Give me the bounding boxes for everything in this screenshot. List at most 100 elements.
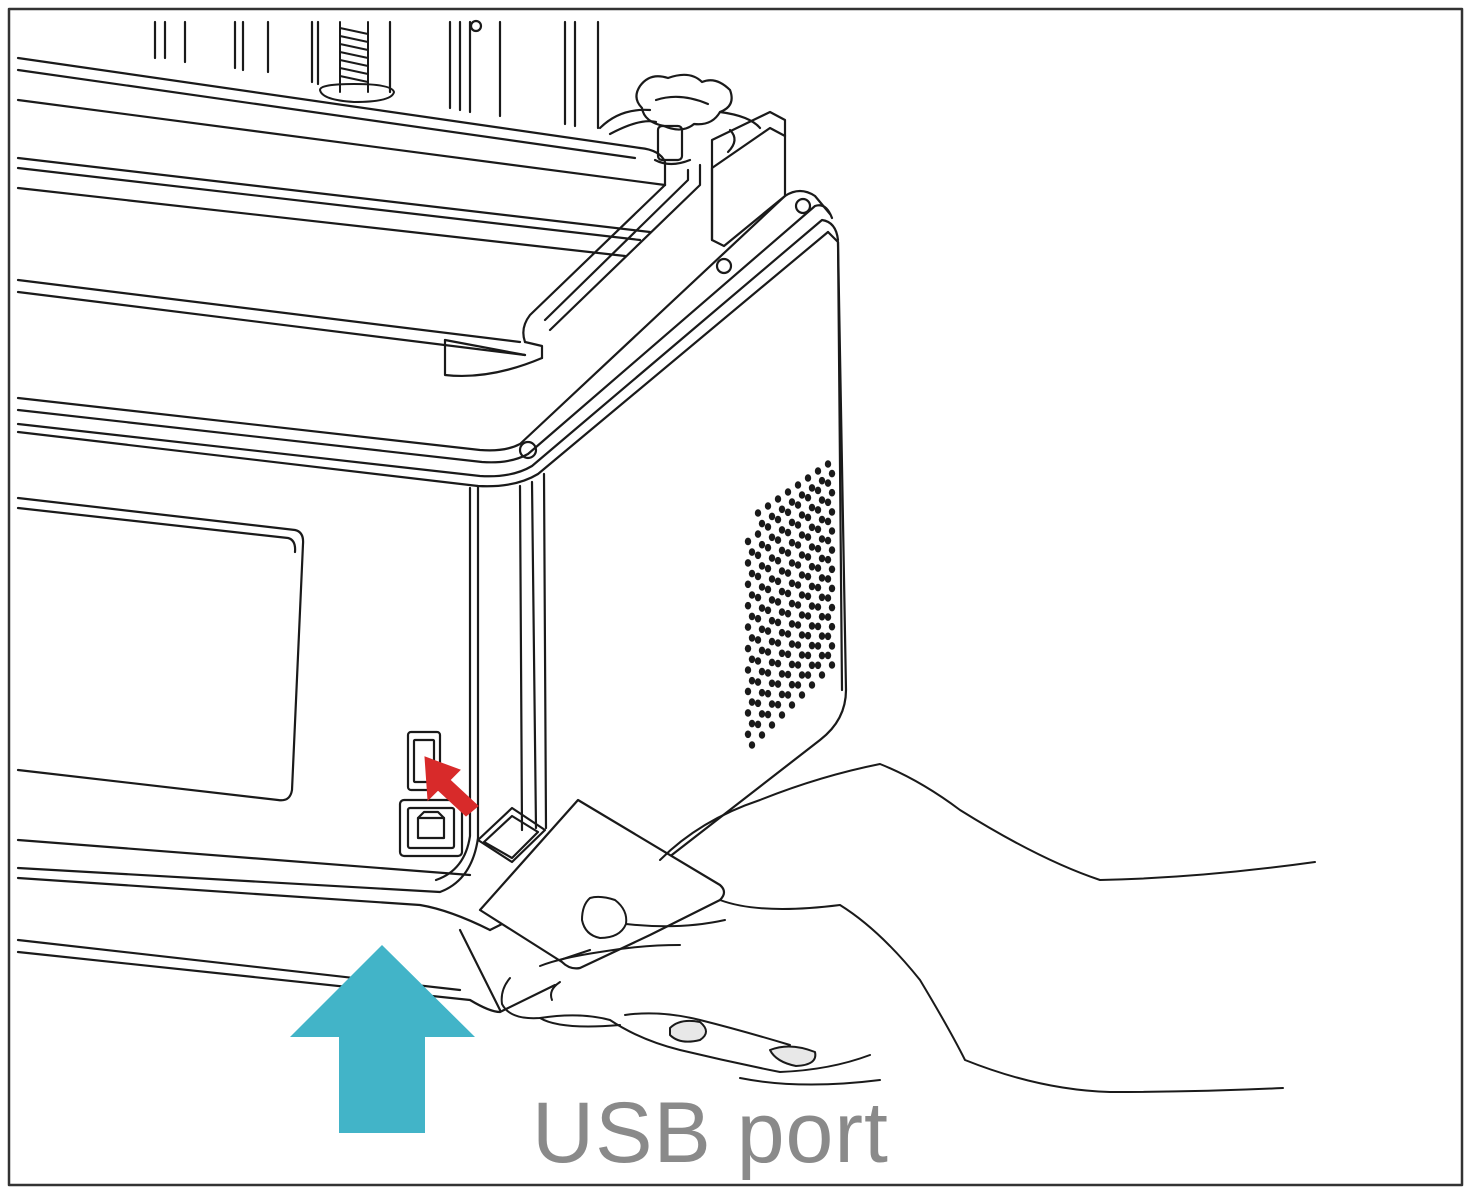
vent-hole: [828, 584, 836, 593]
vent-hole: [814, 564, 822, 572]
vent-hole: [754, 657, 762, 665]
vent-hole: [748, 548, 756, 556]
vent-hole: [824, 651, 832, 660]
vent-hole: [798, 491, 806, 499]
vent-hole: [818, 535, 826, 543]
vent-hole: [798, 691, 806, 699]
vent-hole: [808, 543, 816, 551]
vent-hole: [754, 572, 762, 581]
vent-hole: [804, 572, 812, 581]
vent-hole: [798, 591, 806, 599]
vent-hole: [804, 612, 812, 620]
vent-hole: [808, 484, 816, 492]
vent-hole: [814, 506, 822, 514]
vent-hole: [754, 678, 762, 686]
vent-hole: [798, 511, 806, 519]
vent-hole: [814, 603, 822, 611]
vent-hole: [784, 488, 792, 496]
vent-hole: [748, 655, 756, 664]
vent-hole: [764, 564, 772, 573]
vent-hole: [824, 536, 832, 545]
vent-hole: [788, 559, 796, 567]
vent-hole: [764, 502, 772, 510]
usb-port-caption: USB port: [532, 1085, 889, 1181]
vent-hole: [774, 700, 782, 709]
vent-hole: [818, 574, 826, 582]
vent-hole: [758, 731, 766, 739]
vent-hole: [764, 543, 772, 552]
vent-hole: [824, 575, 832, 583]
vent-hole: [744, 644, 752, 653]
vent-hole: [794, 561, 802, 569]
vent-hole: [808, 562, 816, 571]
vent-hole: [774, 556, 782, 565]
vent-hole: [824, 460, 832, 468]
vent-hole: [784, 691, 792, 699]
z-axis-columns: [153, 19, 600, 130]
vent-hole: [788, 538, 796, 547]
vent-hole: [814, 486, 822, 495]
vent-hole: [818, 612, 826, 621]
vent-hole: [794, 521, 802, 529]
vent-hole: [808, 661, 816, 670]
vent-hole: [758, 625, 766, 634]
vent-hole: [744, 687, 752, 696]
vent-hole: [808, 503, 816, 512]
vent-hole: [804, 671, 812, 679]
vent-hole: [818, 671, 826, 679]
vent-hole: [778, 505, 786, 514]
vent-hole: [758, 519, 766, 528]
vent-hole: [748, 698, 756, 706]
vent-hole: [758, 667, 766, 676]
vent-hole: [778, 628, 786, 637]
vent-hole: [794, 681, 802, 689]
vent-hole: [758, 710, 766, 718]
vent-hole: [788, 599, 796, 608]
vent-hole: [788, 660, 796, 669]
vent-hole: [788, 680, 796, 689]
vent-hole: [788, 498, 796, 506]
vent-hole: [824, 479, 832, 487]
body-top-rim: [16, 189, 840, 488]
vent-hole: [804, 592, 812, 601]
vent-hole: [778, 690, 786, 699]
vent-hole: [748, 676, 756, 685]
vent-hole: [764, 689, 772, 698]
vent-hole: [764, 523, 772, 531]
vent-hole: [764, 585, 772, 594]
vent-hole: [828, 527, 836, 535]
vent-hole: [754, 636, 762, 644]
vent-hole: [768, 512, 776, 521]
vent-hole: [784, 589, 792, 598]
vent-hole: [768, 616, 776, 625]
vent-hole: [828, 642, 836, 650]
vent-hole: [804, 533, 812, 541]
vent-hole: [744, 537, 752, 546]
top-frame: [16, 56, 702, 378]
vent-hole: [828, 622, 836, 631]
vent-hole: [774, 495, 782, 503]
vent-hole: [814, 661, 822, 670]
vent-hole: [818, 496, 826, 504]
vent-hole: [758, 583, 766, 591]
vent-hole: [818, 554, 826, 563]
vent-hole: [754, 530, 762, 538]
vent-hole: [744, 559, 752, 567]
vent-hole: [778, 526, 786, 534]
vent-hole: [804, 651, 812, 660]
vent-hole: [784, 549, 792, 557]
vent-hole: [804, 493, 812, 502]
vent-hole: [768, 637, 776, 646]
vent-hole: [784, 609, 792, 618]
vent-hole: [758, 562, 766, 570]
vent-hole: [784, 630, 792, 638]
vent-hole: [754, 614, 762, 623]
vent-hole: [758, 540, 766, 549]
vent-hole: [818, 476, 826, 485]
insert-arrow-icon: [424, 756, 479, 817]
vent-hole: [744, 709, 752, 717]
vent-hole: [798, 571, 806, 579]
vent-hole: [794, 641, 802, 649]
vent-hole: [808, 523, 816, 532]
